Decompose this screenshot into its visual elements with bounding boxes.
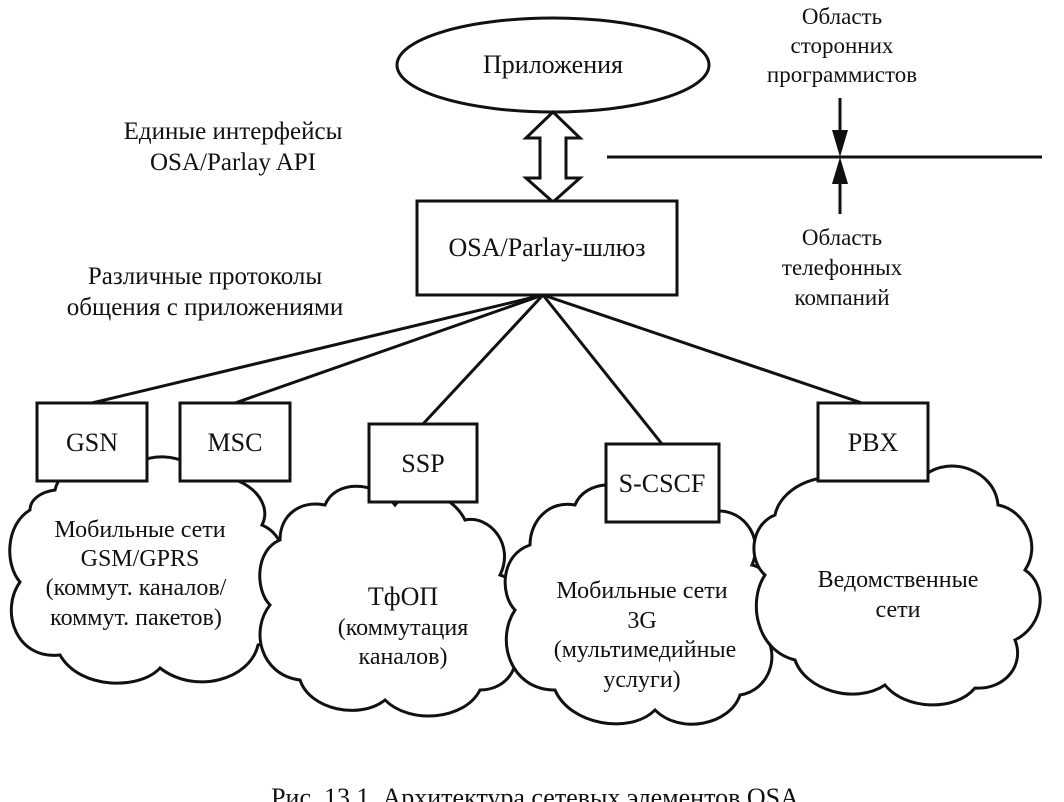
line-gateway-ssp <box>421 293 545 426</box>
cloud-3g-line1: Мобильные сети <box>556 578 727 604</box>
api-double-arrow <box>522 109 584 205</box>
telco-label-line1: Область <box>802 225 882 250</box>
msc-box <box>178 401 292 483</box>
api-label-line2: OSA/Parlay API <box>150 149 316 176</box>
cloud-gsm-line1: Мобильные сети <box>54 517 225 543</box>
protocols-label-line1: Различные протоколы <box>88 263 322 290</box>
gateway-connections <box>91 293 863 445</box>
msc-label: MSC <box>208 428 263 457</box>
line-gateway-pbx <box>542 293 863 405</box>
arrow-down-head <box>832 130 848 157</box>
cloud-pstn-line1: ТфОП <box>368 582 439 611</box>
third-party-label-line3: программистов <box>767 62 917 87</box>
telco-label-line3: компаний <box>794 285 889 310</box>
protocols-label-line2: общения с приложениями <box>67 294 344 321</box>
third-party-label-line1: Область <box>802 4 882 29</box>
gsn-label: GSN <box>66 428 118 457</box>
ssp-label: SSP <box>401 449 444 478</box>
scscf-label: S-CSCF <box>619 469 706 498</box>
applications-label: Приложения <box>483 50 623 79</box>
cloud-pstn-line2: (коммутация <box>338 615 469 641</box>
cloud-pstn-line3: каналов) <box>359 644 448 670</box>
scscf-box <box>604 442 721 524</box>
gateway-box <box>415 199 679 297</box>
cloud-corporate-line2: сети <box>876 597 921 623</box>
cloud-gsm-line4: коммут. пакетов) <box>50 605 222 631</box>
cloud-gsm-line2: GSM/GPRS <box>81 546 200 572</box>
third-party-label-line2: сторонних <box>791 33 894 58</box>
cloud-corporate-line1: Ведомственные <box>818 567 979 593</box>
line-gateway-msc <box>234 293 544 405</box>
pbx-label: PBX <box>848 428 899 457</box>
api-label-line1: Единые интерфейсы <box>124 118 343 145</box>
telco-label-line2: телефонных <box>782 255 903 280</box>
ssp-box <box>367 422 479 504</box>
cloud-3g-line4: услуги) <box>603 667 680 693</box>
gateway-label: OSA/Parlay-шлюз <box>448 233 645 262</box>
gsn-box <box>35 401 149 483</box>
line-gateway-scscf <box>541 294 664 445</box>
line-gateway-gsn <box>91 293 544 405</box>
cloud-3g-line3: (мультимедийные <box>554 637 737 663</box>
arrow-up-head <box>832 157 848 184</box>
cloud-gsm-line3: (коммут. каналов/ <box>46 575 227 601</box>
cloud-3g-line2: 3G <box>627 608 656 634</box>
figure-caption: Рис. 13.1. Архитектура сетевых элементов… <box>271 783 799 802</box>
pbx-box <box>816 401 930 483</box>
